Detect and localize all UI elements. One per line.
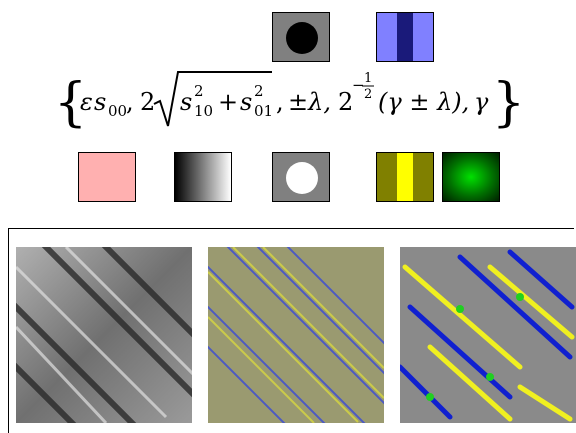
exponent-numerator: 1 — [364, 71, 372, 86]
exponent-denominator: 2 — [364, 87, 372, 102]
plus-sign: + — [218, 88, 238, 116]
s-symbol-3: s — [240, 88, 252, 116]
sqrt-sign — [153, 71, 272, 127]
gray-dark-circle-swatch — [272, 12, 330, 62]
grayscale-texture-image — [16, 247, 192, 423]
feature-map-sparse-image — [400, 247, 576, 423]
exponent-minus: − — [352, 76, 365, 94]
gradient-swatch — [174, 152, 232, 202]
gamma-symbol: γ — [474, 88, 489, 116]
superscript-2b: 2 — [254, 82, 264, 100]
pink-swatch — [78, 152, 136, 202]
image-panel — [8, 228, 574, 433]
formula: { ε s 00 , 2 s 2 10 + s 2 01 , ±λ, 2 − 1… — [54, 71, 525, 133]
feature-map-dense-image — [208, 247, 384, 423]
olive-yellow-swatch — [376, 152, 434, 202]
comma-2: , — [276, 88, 284, 116]
s-symbol-1: s — [94, 88, 106, 116]
base-two: 2 — [338, 88, 353, 116]
epsilon-symbol: ε — [80, 88, 93, 116]
green-saddle-swatch — [442, 152, 500, 202]
gamma-plus-minus-lambda: (γ ± λ), — [378, 88, 469, 116]
dark-circle-icon — [286, 22, 318, 54]
subscript-01: 01 — [254, 102, 273, 120]
navy-stripe — [397, 13, 413, 61]
open-brace: { — [54, 73, 87, 133]
yellow-stripe — [397, 153, 413, 201]
subscript-00: 00 — [108, 102, 127, 120]
comma-1: , — [126, 88, 134, 116]
s-symbol-2: s — [180, 88, 192, 116]
gray-white-circle-swatch — [272, 152, 330, 202]
blue-stripe-swatch — [376, 12, 434, 62]
plus-minus-lambda: ±λ, — [288, 88, 331, 116]
superscript-2a: 2 — [194, 82, 204, 100]
white-circle-icon — [286, 162, 318, 194]
subscript-10: 10 — [194, 102, 213, 120]
coefficient-two: 2 — [140, 88, 155, 116]
close-brace: } — [492, 73, 525, 133]
